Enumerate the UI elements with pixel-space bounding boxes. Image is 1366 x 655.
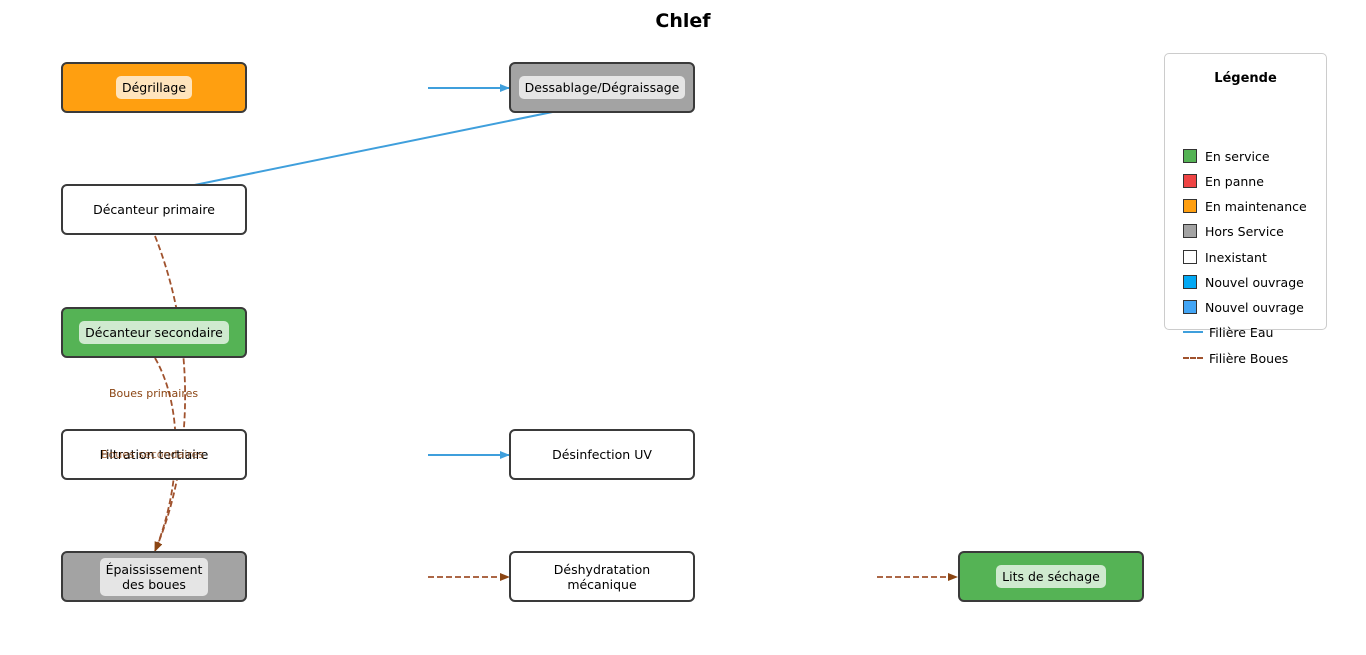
legend-item-en-maintenance: En maintenance <box>1183 196 1307 216</box>
swatch-en-maintenance <box>1183 199 1197 213</box>
node-label: Épaississement des boues <box>99 557 209 596</box>
swatch-en-service <box>1183 149 1197 163</box>
node-degrillage[interactable]: Dégrillage <box>61 62 247 113</box>
legend-label: Inexistant <box>1205 249 1267 265</box>
node-label: Désinfection UV <box>552 447 652 462</box>
legend-title: Légende <box>1214 71 1277 86</box>
node-label: Décanteur primaire <box>93 202 215 217</box>
legend-label: Hors Service <box>1205 223 1284 239</box>
legend-item-filiere-boues: Filière Boues <box>1183 348 1288 368</box>
line-filiere-boues <box>1183 357 1203 359</box>
legend-label: En panne <box>1205 173 1264 189</box>
legend-item-nouvel-ouvrage-1: Nouvel ouvrage <box>1183 272 1304 292</box>
legend-label: Filière Eau <box>1209 324 1274 340</box>
edge-label-boues-secondaires: Boues secondaires <box>101 448 205 461</box>
node-lits-sechage[interactable]: Lits de séchage <box>958 551 1144 602</box>
node-label: Filtration tertiaire <box>99 447 209 462</box>
node-label: Dégrillage <box>115 76 193 99</box>
node-label: Lits de séchage <box>996 565 1106 588</box>
line-filiere-eau <box>1183 331 1203 333</box>
legend-item-inexistant: Inexistant <box>1183 247 1267 267</box>
sludge-flow-boues-secondaires <box>154 357 177 552</box>
legend-item-filiere-eau: Filière Eau <box>1183 322 1273 342</box>
node-label: Dessablage/Dégraissage <box>518 76 686 99</box>
node-label: Déshydratation mécanique <box>553 561 651 592</box>
legend-label: Nouvel ouvrage <box>1205 299 1304 315</box>
node-label: Décanteur secondaire <box>79 321 229 344</box>
swatch-nouvel-ouvrage-1 <box>1183 275 1197 289</box>
legend: Légende En service En panne En maintenan… <box>1164 53 1327 366</box>
legend-label: Nouvel ouvrage <box>1205 274 1304 290</box>
node-decanteur-primaire[interactable]: Décanteur primaire <box>61 184 247 235</box>
node-decanteur-secondaire[interactable]: Décanteur secondaire <box>61 307 247 358</box>
swatch-nouvel-ouvrage-2 <box>1183 300 1197 314</box>
swatch-hors-service <box>1183 224 1197 238</box>
legend-item-en-service: En service <box>1183 146 1270 166</box>
legend-label: En service <box>1205 148 1270 164</box>
sludge-flow-boues-primaires <box>154 235 187 552</box>
legend-item-en-panne: En panne <box>1183 171 1264 191</box>
legend-label: Filière Boues <box>1209 350 1289 366</box>
node-epaississement[interactable]: Épaississement des boues <box>61 551 247 602</box>
swatch-en-panne <box>1183 174 1197 188</box>
edge-label-boues-primaires: Boues primaires <box>109 387 199 400</box>
node-deshydratation[interactable]: Déshydratation mécanique <box>509 551 695 602</box>
legend-label: En maintenance <box>1205 198 1307 214</box>
legend-item-nouvel-ouvrage-2: Nouvel ouvrage <box>1183 297 1304 317</box>
diagram-title: Chlef <box>655 10 711 32</box>
legend-item-hors-service: Hors Service <box>1183 221 1284 241</box>
swatch-inexistant <box>1183 250 1197 264</box>
node-desinfection[interactable]: Désinfection UV <box>509 429 695 480</box>
node-filtration[interactable]: Filtration tertiaire <box>61 429 247 480</box>
node-dessablage[interactable]: Dessablage/Dégraissage <box>509 62 695 113</box>
